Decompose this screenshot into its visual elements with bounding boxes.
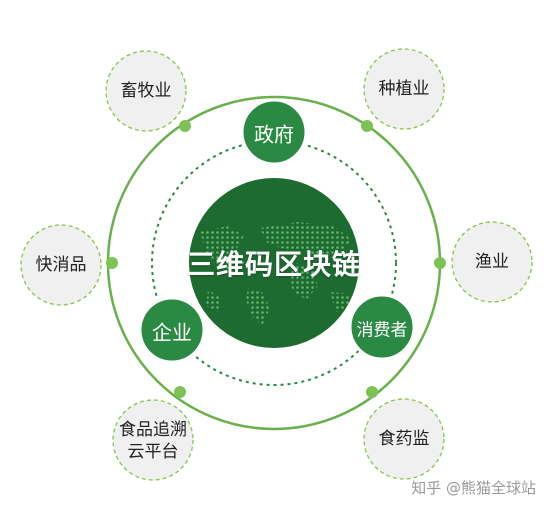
inner-node-top-circle [240, 98, 308, 166]
outer-node-bottom-right-label: 食药监 [378, 429, 430, 449]
outer-node-right-label: 渔业 [475, 252, 509, 272]
ring-dot [106, 257, 118, 269]
watermark-text: 知乎 @熊猫全球站 [411, 479, 536, 497]
outer-node-top-right-circle [363, 48, 445, 130]
outer-node-top-left-circle [105, 50, 187, 132]
outer-node-bottom-left-label: 食品追溯 云平台 [119, 420, 187, 462]
ring-connector-dots [106, 120, 446, 398]
inner-node-circles [138, 98, 416, 364]
ring-dot [174, 386, 186, 398]
inner-node-top-label: 政府 [254, 122, 294, 147]
ring-dot [434, 257, 446, 269]
outer-node-bottom-left-circle [112, 399, 194, 481]
outer-node-right-circle [451, 221, 533, 303]
inner-node-left-circle [138, 296, 206, 364]
outer-node-left-circle [20, 224, 102, 306]
outer-node-top-right-label: 种植业 [378, 79, 430, 99]
ring-dot [366, 386, 378, 398]
center-label: 三维码区块链 [186, 248, 362, 281]
center-circle [189, 178, 359, 348]
outer-node-top-left-label: 畜牧业 [120, 81, 172, 101]
outer-node-left-label: 快消品 [35, 255, 87, 275]
inner-node-left-label: 企业 [152, 320, 192, 345]
ring-dot [179, 120, 191, 132]
outer-node-bottom-right-circle [363, 398, 445, 480]
inner-node-right-circle [348, 293, 416, 361]
outer-node-circles [20, 48, 533, 481]
inner-node-right-label: 消费者 [356, 320, 408, 341]
ring-dot [361, 120, 373, 132]
